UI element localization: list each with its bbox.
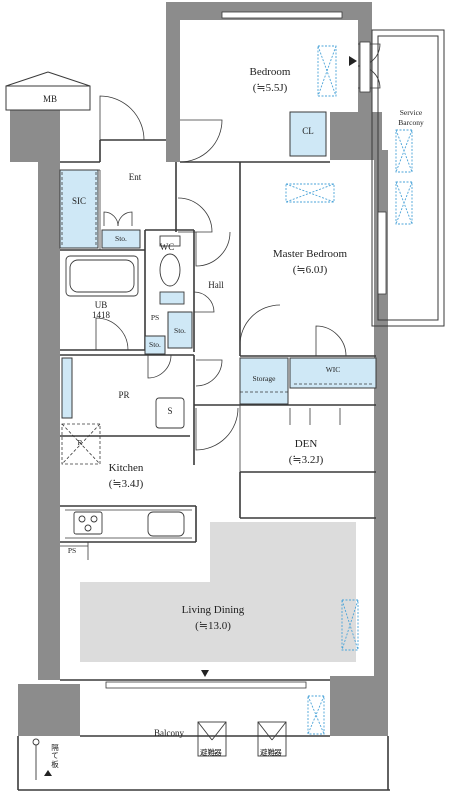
storage-label: Storage	[252, 374, 276, 383]
r-label: R	[77, 438, 83, 447]
sic-label: SIC	[71, 196, 86, 206]
sic-door-b	[117, 211, 133, 227]
down-arrow-icon	[201, 670, 209, 677]
partition-label: 隔て板	[51, 743, 59, 769]
kitchen-size: (≒3.4J)	[108, 478, 144, 490]
master-bedroom-name: Master Bedroom	[272, 248, 348, 260]
wc-label: WC	[159, 242, 175, 252]
toilet-icon	[159, 235, 181, 287]
hall-door	[177, 197, 213, 233]
storage-zones	[59, 111, 377, 419]
sto-ent-label: Sto.	[115, 234, 127, 243]
pr-label: PR	[118, 390, 130, 400]
ac-units	[285, 45, 413, 735]
wc-door	[195, 231, 231, 267]
hatch-icon	[197, 721, 227, 757]
storage-zone	[239, 357, 289, 405]
hatch-label-1b: 器	[214, 748, 222, 757]
entrance-door	[99, 95, 145, 141]
sink-icon	[147, 511, 185, 537]
pr-hall-door	[195, 359, 223, 387]
sto-ent-zone	[101, 229, 141, 249]
wic-door	[315, 325, 347, 357]
bedroom-door	[179, 119, 223, 163]
bedroom-size: (≒5.5J)	[252, 82, 288, 94]
ps-wc-label: PS	[150, 313, 160, 322]
pr-tall-zone	[61, 357, 73, 419]
ac-unit-icon	[395, 129, 413, 173]
den-door	[195, 407, 239, 451]
toilet-hall-door	[193, 291, 215, 313]
ub-label: UB	[94, 300, 108, 310]
bedroom-top-window	[221, 11, 343, 19]
pr-door	[147, 354, 172, 379]
service-balcony-outline	[371, 29, 445, 327]
den-name: DEN	[294, 438, 318, 450]
balcony-label: Balcony	[154, 728, 184, 738]
hatch-label-2a: 避難	[260, 748, 275, 757]
hatch-label-1a: 避難	[200, 748, 215, 757]
service-balcony-label-1: Service	[399, 108, 423, 117]
living-bottom-window	[105, 681, 307, 689]
windows	[105, 11, 387, 689]
ac-unit-icon	[307, 695, 325, 735]
sic-zone	[59, 169, 99, 249]
mb-label: MB	[42, 94, 57, 104]
mb-box-outline	[5, 71, 91, 111]
bathtub-icon	[65, 255, 139, 297]
hatch-icon	[257, 721, 287, 757]
right-arrow-icon	[349, 56, 357, 66]
ac-unit-icon	[317, 45, 337, 97]
living-dining-name: Living Dining	[181, 604, 245, 616]
ent-label: Ent	[128, 172, 142, 182]
storage-dashes	[61, 172, 372, 393]
ub-size-label: 1418	[92, 310, 110, 320]
sic-door-a	[103, 211, 119, 227]
sto-pr-zone	[144, 335, 166, 355]
cl-label: CL	[302, 126, 314, 136]
wic-zone	[289, 357, 377, 389]
sto-wc-label: Sto.	[174, 326, 186, 335]
ac-unit-icon	[285, 183, 335, 203]
ub-door	[95, 317, 129, 351]
master-right-window	[377, 211, 387, 295]
cooktop-icon	[73, 511, 103, 535]
cl-zone	[289, 111, 327, 157]
living-dining-size: (≒13.0)	[195, 620, 231, 632]
service-balcony-label-2: Barcony	[398, 118, 424, 127]
living-floor-area	[80, 522, 356, 662]
bedroom-name: Bedroom	[249, 66, 291, 78]
interior-walls	[17, 139, 390, 791]
hall-label: Hall	[208, 280, 224, 290]
wic-label: WIC	[325, 365, 341, 374]
master-bedroom-size: (≒6.0J)	[292, 264, 328, 276]
arrow-markers	[44, 56, 357, 776]
ps-kitchen-label: PS	[67, 546, 77, 555]
sto-pr-label: Sto.	[149, 340, 161, 349]
door-swings	[95, 43, 381, 451]
bedroom-right-window	[359, 41, 371, 93]
s-label: S	[167, 406, 173, 416]
ac-unit-icon	[341, 599, 359, 651]
refrigerator-icon	[61, 423, 101, 465]
den-size: (≒3.2J)	[288, 454, 324, 466]
hatch-label-2b: 器	[274, 748, 282, 757]
master-door	[239, 304, 281, 346]
sto-wc-zone	[167, 311, 193, 349]
up-arrow-icon	[44, 770, 52, 776]
kitchen-name: Kitchen	[108, 462, 144, 474]
ac-unit-icon	[395, 181, 413, 225]
fixtures	[32, 235, 287, 780]
